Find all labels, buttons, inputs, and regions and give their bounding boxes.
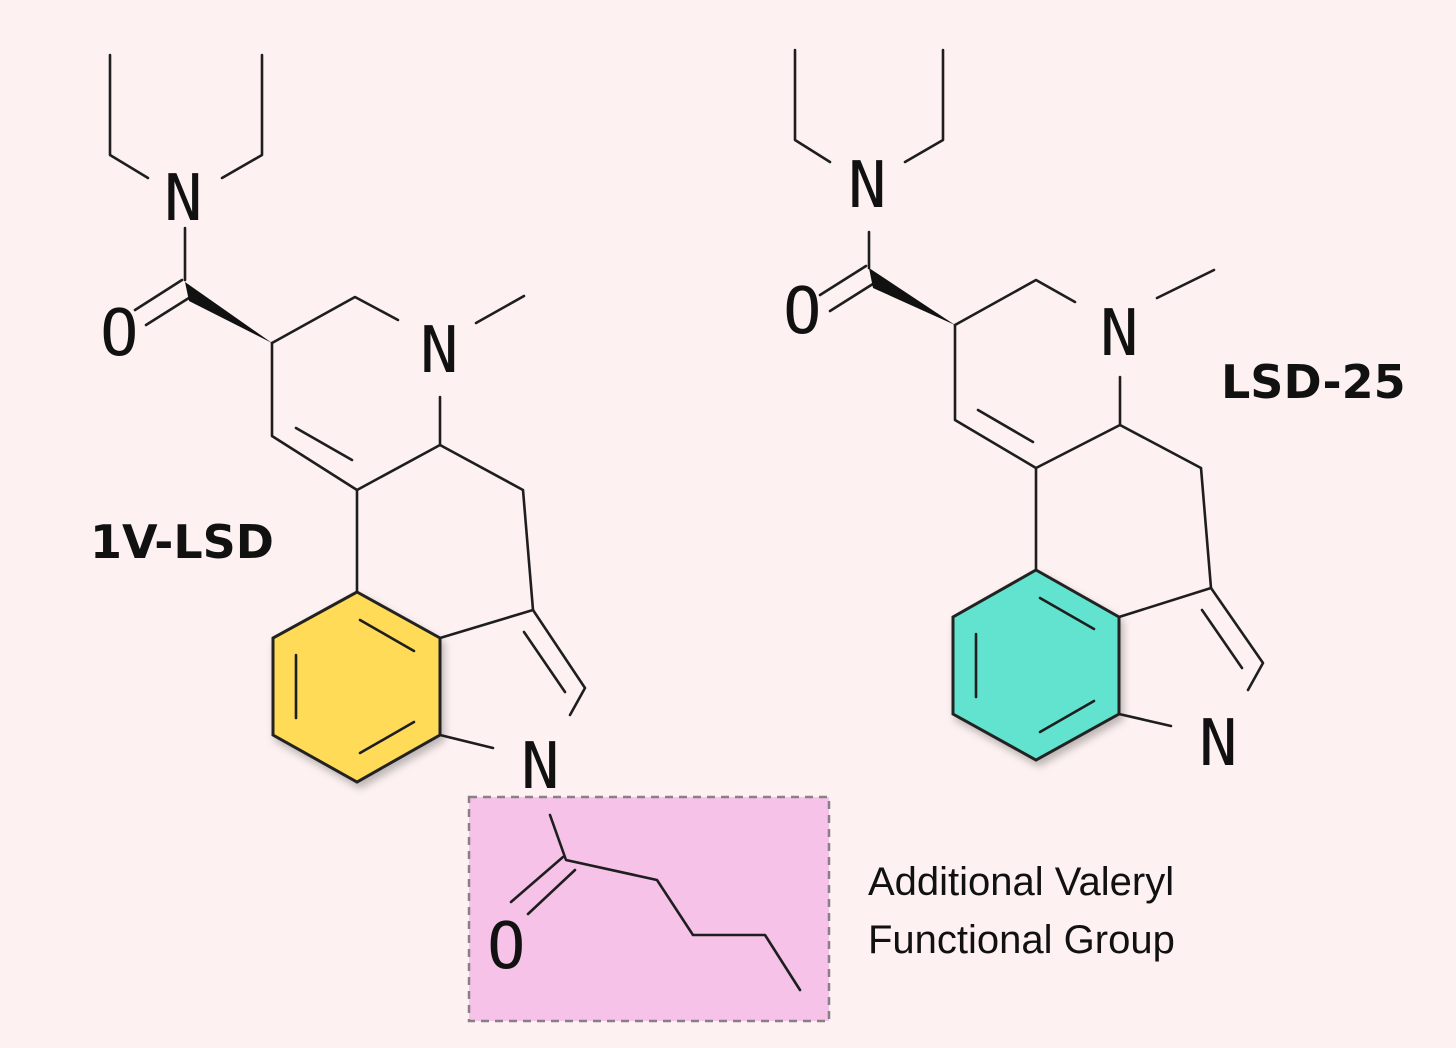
atom-n-indole-lsd25: N [1199, 707, 1238, 781]
benzene-ring-inner-bonds [294, 618, 416, 755]
atom-o-acyl-1v: O [487, 910, 526, 984]
valeryl-group-box [467, 795, 831, 1023]
wedge-bond [869, 268, 955, 325]
atom-n-amide-1v: N [164, 162, 203, 236]
annotation-line-2: Functional Group [868, 918, 1175, 962]
wedge-bond [185, 282, 272, 343]
atom-o-carbonyl-1v: O [100, 297, 139, 371]
molecule-label-lsd-25: LSD-25 [1221, 355, 1406, 409]
atom-n-amide-lsd25: N [848, 149, 887, 223]
atom-n-indole-1v: N [521, 730, 560, 804]
annotation-line-1: Additional Valeryl [868, 860, 1174, 904]
molecule-1v-lsd [108, 53, 802, 992]
atom-o-carbonyl-lsd25: O [783, 275, 822, 349]
benzene-ring-inner-bonds [974, 596, 1096, 734]
molecule-label-1v-lsd: 1V-LSD [90, 515, 274, 569]
skeleton-bonds [793, 48, 1265, 728]
benzene-ring-highlight [271, 590, 442, 784]
atom-n-ring-1v: N [420, 314, 459, 388]
benzene-ring-highlight [951, 568, 1121, 762]
atom-n-ring-lsd25: N [1100, 297, 1139, 371]
valeryl-chain-bonds [509, 813, 802, 992]
molecule-lsd-25 [793, 48, 1265, 762]
